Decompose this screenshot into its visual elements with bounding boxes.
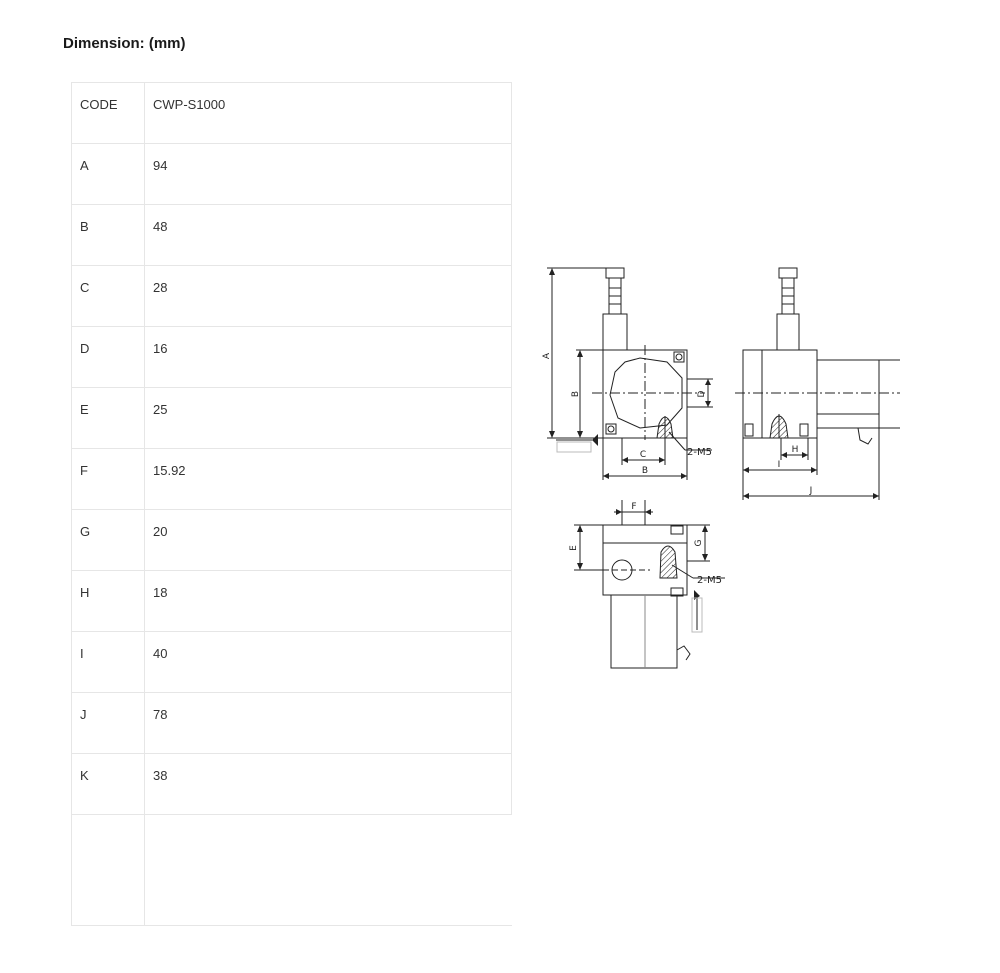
table-row: C 28	[71, 265, 512, 327]
dim-label-c: C	[640, 450, 646, 460]
dim-label-e: E	[569, 545, 579, 551]
row-code: A	[80, 158, 89, 173]
table-row: A 94	[71, 143, 512, 205]
table-row: D 16	[71, 326, 512, 388]
mount-hole	[605, 423, 617, 435]
table-row: E 25	[71, 387, 512, 449]
cable-outlet	[602, 313, 628, 351]
row-code: G	[80, 524, 91, 539]
table-blank-row	[71, 814, 512, 926]
row-code: F	[80, 463, 88, 478]
thread-section	[659, 545, 678, 579]
encoder-housing	[816, 359, 880, 429]
table-row: I 40	[71, 631, 512, 693]
table-row: B 48	[71, 204, 512, 266]
row-code: E	[80, 402, 89, 417]
mount-hole	[673, 351, 685, 363]
model-header: CWP-S1000	[153, 97, 226, 112]
side-view: K H I J	[735, 267, 900, 500]
technical-drawing: A B D C B 2-M5	[542, 267, 900, 669]
row-value: 25	[153, 402, 168, 417]
table-row: F 15.92	[71, 448, 512, 510]
code-header: CODE	[80, 97, 118, 112]
dim-label-f: F	[631, 502, 636, 512]
dim-label-g: G	[694, 539, 704, 546]
row-value: 28	[153, 280, 168, 295]
table-row: G 20	[71, 509, 512, 571]
row-value: 15.92	[153, 463, 186, 478]
row-code: D	[80, 341, 90, 356]
table-header-row: CODE CWP-S1000	[71, 82, 512, 144]
row-code: C	[80, 280, 90, 295]
dim-label-d: D	[697, 390, 707, 397]
row-code: J	[80, 707, 87, 722]
row-value: 16	[153, 341, 168, 356]
row-value: 40	[153, 646, 168, 661]
cable-lead	[857, 427, 873, 445]
table-row: H 18	[71, 570, 512, 632]
bottom-view: F E G 2-M5	[569, 500, 725, 669]
dim-label-a: A	[542, 352, 552, 359]
dim-label-h: H	[792, 445, 799, 455]
mounting-note-box	[691, 597, 703, 633]
row-code: B	[80, 219, 89, 234]
row-value: 78	[153, 707, 168, 722]
cable-clip	[605, 267, 625, 279]
row-code: I	[80, 646, 84, 661]
encoder-bottom	[610, 594, 678, 669]
mounting-note-box	[556, 441, 592, 453]
row-code: H	[80, 585, 90, 600]
thread-label-front: 2-M5	[687, 447, 712, 458]
row-code: K	[80, 768, 89, 783]
dimension-title: Dimension: (mm)	[63, 35, 186, 52]
dim-label-b-vertical: B	[571, 391, 581, 397]
row-value: 20	[153, 524, 168, 539]
dim-label-j: J	[809, 486, 813, 496]
dimension-table: CODE CWP-S1000 A 94 B 48 C 28 D 16 E 25 …	[71, 82, 512, 926]
drum-outline	[609, 357, 683, 429]
row-value: 48	[153, 219, 168, 234]
thread-label-bottom: 2-M5	[697, 575, 722, 586]
row-value: 18	[153, 585, 168, 600]
table-row: K 38	[71, 753, 512, 815]
table-row: J 78	[71, 692, 512, 754]
row-value: 94	[153, 158, 168, 173]
dim-label-b-horizontal: B	[642, 466, 648, 476]
dim-label-i: I	[778, 460, 781, 470]
front-view: A B D C B 2-M5	[542, 267, 713, 480]
row-value: 38	[153, 768, 168, 783]
